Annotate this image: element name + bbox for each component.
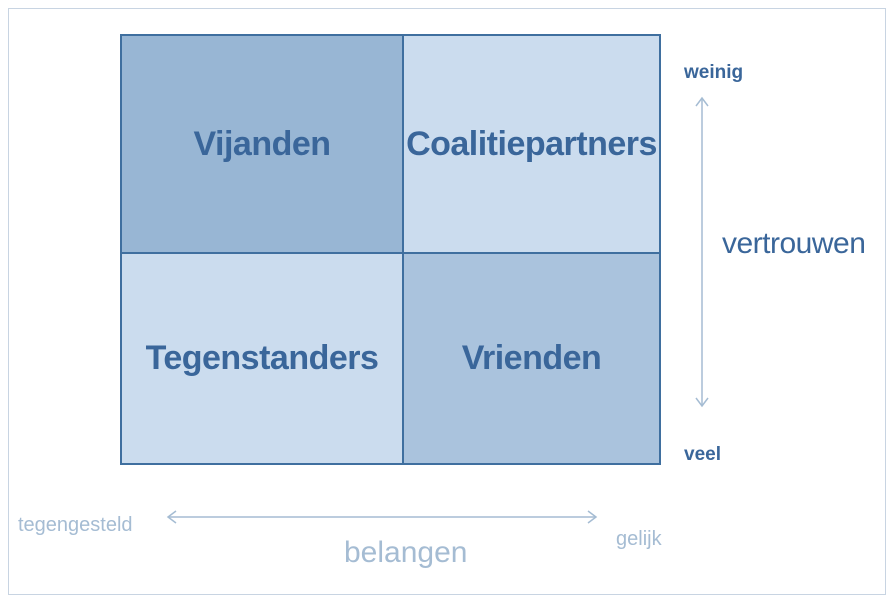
quadrant-bottom-left: Tegenstanders <box>122 254 402 463</box>
vertical-axis-bottom-label: veel <box>684 444 721 465</box>
quadrant-label-coalitiepartners: Coalitiepartners <box>406 124 657 163</box>
quadrant-bottom-right: Vrienden <box>404 254 659 463</box>
quadrant-label-vijanden: Vijanden <box>193 124 331 163</box>
horizontal-axis-left-label: tegengesteld <box>18 514 133 536</box>
quadrant-grid: Vijanden Coalitiepartners Tegenstanders … <box>120 34 661 465</box>
quadrant-top-left: Vijanden <box>122 36 402 252</box>
vertical-axis-arrow-icon <box>695 96 709 408</box>
quadrant-top-right: Coalitiepartners <box>404 36 659 252</box>
quadrant-label-tegenstanders: Tegenstanders <box>145 339 379 377</box>
horizontal-axis-right-label: gelijk <box>616 528 662 550</box>
vertical-axis-title: vertrouwen <box>722 227 866 260</box>
horizontal-axis-title: belangen <box>344 536 468 569</box>
quadrant-label-vrienden: Vrienden <box>461 339 602 377</box>
horizontal-axis-arrow-icon <box>166 510 598 524</box>
vertical-axis-top-label: weinig <box>684 62 744 83</box>
